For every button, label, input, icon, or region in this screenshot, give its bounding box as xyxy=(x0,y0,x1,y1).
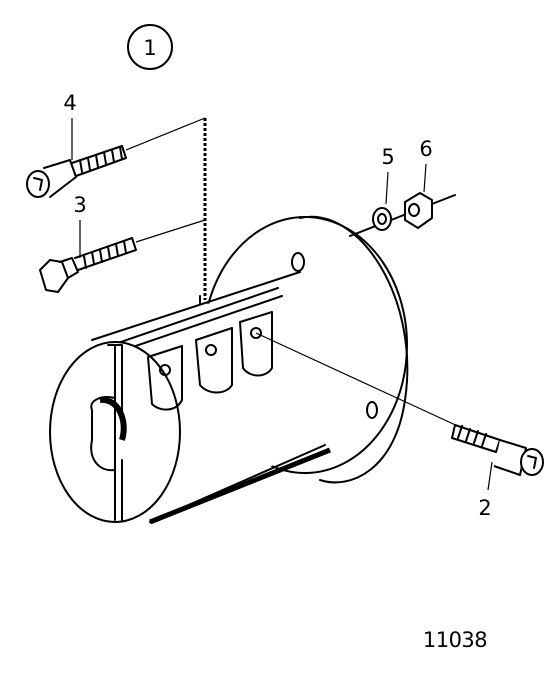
main-callout-text: 1 xyxy=(143,36,156,60)
washer-5: 5 xyxy=(372,145,395,231)
figure-reference-number: 11038 xyxy=(423,628,487,652)
coupling-body xyxy=(49,270,343,525)
clamp-pocket-2 xyxy=(195,327,233,394)
main-callout: 1 xyxy=(127,24,173,70)
flange-bolt-hole-top xyxy=(291,252,305,272)
flange-stud xyxy=(349,194,456,237)
washer-5-label: 5 xyxy=(381,145,394,169)
bolt-4: 4 xyxy=(26,91,206,198)
bolt-4-label: 4 xyxy=(63,91,76,115)
nut-6: 6 xyxy=(404,137,433,229)
bolt-2: 2 xyxy=(255,332,544,520)
clamp-pocket-1 xyxy=(147,345,183,411)
bolt-2-label: 2 xyxy=(478,496,491,520)
flange-bolt-hole-bottom xyxy=(366,401,378,419)
clamp-pocket-3 xyxy=(239,311,273,377)
bolt-3: 3 xyxy=(39,193,206,293)
nut-6-label: 6 xyxy=(419,137,432,161)
bolt-3-label: 3 xyxy=(73,193,86,217)
